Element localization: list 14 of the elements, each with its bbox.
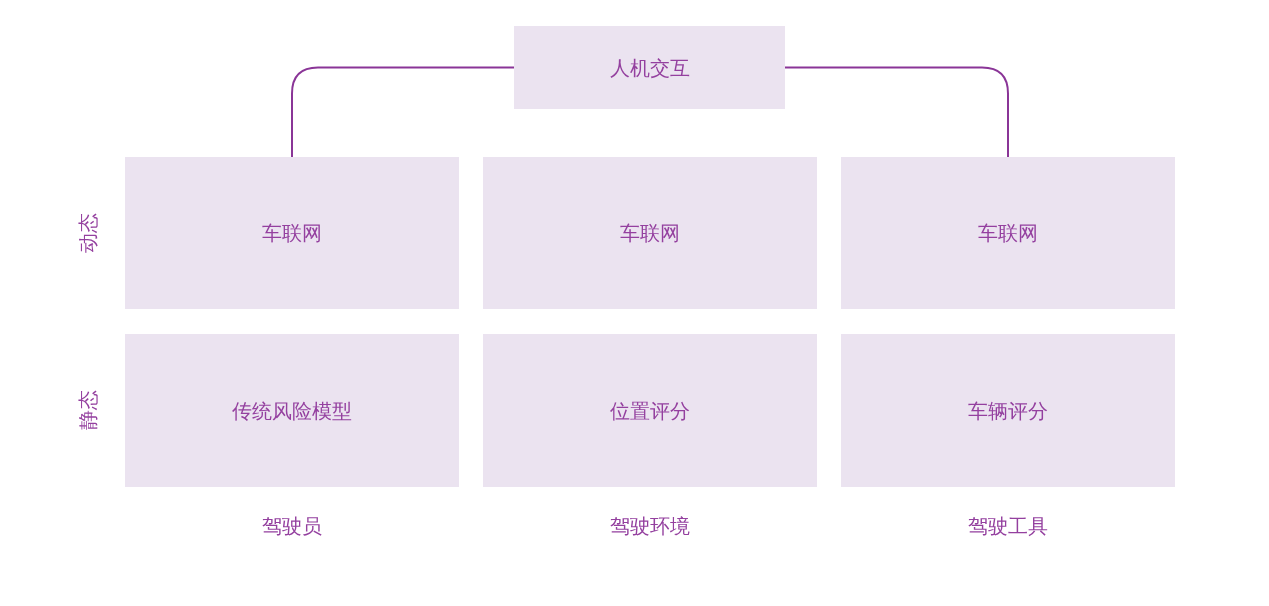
category-box: 位置评分	[483, 334, 817, 487]
category-box: 传统风险模型	[125, 334, 459, 487]
connector-line	[784, 66, 1009, 158]
topic-box: 人机交互	[514, 26, 785, 109]
column-label: 驾驶员	[262, 514, 322, 538]
connector-line	[291, 66, 515, 158]
column-label: 驾驶工具	[968, 514, 1048, 538]
row-label: 静态	[76, 390, 100, 430]
category-box: 车联网	[483, 157, 817, 309]
category-box: 车联网	[841, 157, 1175, 309]
category-box: 车辆评分	[841, 334, 1175, 487]
column-label: 驾驶环境	[610, 514, 690, 538]
category-box: 车联网	[125, 157, 459, 309]
row-label: 动态	[76, 213, 100, 253]
